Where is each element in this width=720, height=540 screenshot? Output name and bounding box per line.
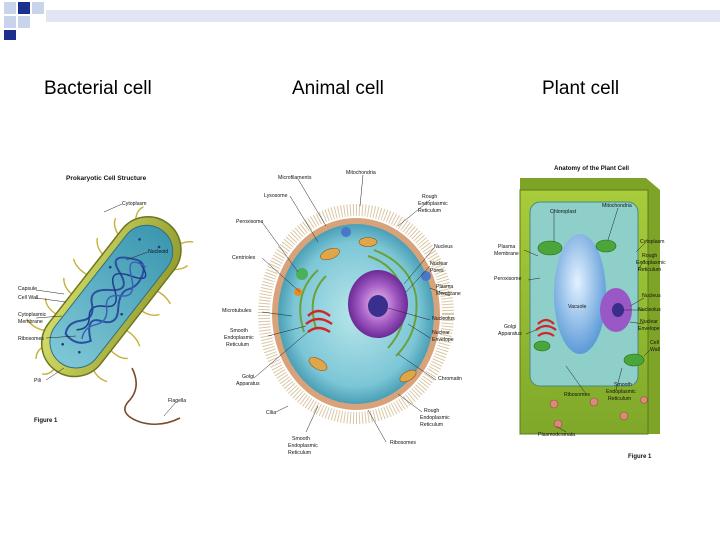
- plant-label-cell-wall-1: Cell: [650, 340, 659, 346]
- animal-label-nuclear-envelope-1: Nuclear: [432, 330, 450, 336]
- heading-animal: Animal cell: [292, 78, 384, 100]
- animal-label-smooth-er-b1: Smooth: [292, 436, 310, 442]
- animal-label-rough-er-1: Rough: [422, 194, 437, 200]
- animal-label-smooth-er-b3: Reticulum: [288, 450, 311, 456]
- bacterial-label-pili: Pili: [34, 378, 41, 384]
- animal-label-mitochondria: Mitochondria: [346, 170, 376, 176]
- bacterial-label-ribosomes: Ribosomes: [18, 336, 44, 342]
- heading-bacterial: Bacterial cell: [44, 78, 152, 100]
- animal-label-rough-er-3: Reticulum: [418, 208, 441, 214]
- animal-label-rough-er-b1: Rough: [424, 408, 439, 414]
- bacterial-label-cytoplasmic: Cytoplasmic: [18, 312, 47, 318]
- bacterial-title: Prokaryotic Cell Structure: [66, 175, 147, 182]
- plant-label-rough-er-2: Endoplasmic: [636, 260, 666, 266]
- animal-label-nuclear-envelope-2: Envelope: [432, 337, 454, 343]
- plant-label-golgi-2: Apparatus: [498, 331, 522, 337]
- animal-label-lysosome: Lysosome: [264, 193, 288, 199]
- plant-label-mitochondria: Mitochondria: [602, 203, 632, 209]
- plant-label-smooth-er-1: Smooth: [614, 382, 632, 388]
- plant-label-nuclear-envelope-1: Nuclear: [640, 319, 658, 325]
- animal-cell-diagram: Microfilaments Mitochondria Lysosome Rou…: [218, 166, 490, 458]
- plant-title: Anatomy of the Plant Cell: [554, 165, 629, 172]
- animal-label-golgi-1: Golgi: [242, 374, 254, 380]
- flagellum: [125, 368, 180, 424]
- animal-label-smooth-er-3: Reticulum: [226, 342, 249, 348]
- plant-label-golgi-1: Golgi: [504, 324, 516, 330]
- bacterium-body: [14, 190, 204, 410]
- bacterial-label-flagella: Flagella: [168, 398, 186, 404]
- bacterial-label-nucleoid: Nucleoid: [148, 249, 168, 255]
- corner-decoration: [0, 0, 720, 40]
- bacterial-figure-caption: Figure 1: [34, 418, 58, 424]
- animal-label-plasma-membrane-1: Plasma: [436, 284, 453, 290]
- bacterial-label-cytoplasm: Cytoplasm: [122, 201, 147, 207]
- plant-label-peroxisome: Peroxisome: [494, 276, 522, 282]
- plant-label-vacuole: Vacuole: [568, 304, 586, 310]
- animal-label-chromatin: Chromatin: [438, 376, 462, 382]
- animal-label-ribosomes: Ribosomes: [390, 440, 416, 446]
- animal-label-plasma-membrane-2: Membrane: [436, 291, 461, 297]
- plant-label-smooth-er-2: Endoplasmic: [606, 389, 636, 395]
- animal-label-rough-er-2: Endoplasmic: [418, 201, 448, 207]
- plant-label-plasma-membrane-1: Plasma: [498, 244, 515, 250]
- plant-label-plasmodesmata: Plasmodesmata: [538, 432, 575, 438]
- animal-label-nuclear-pores-1: Nuclear: [430, 261, 448, 267]
- animal-cell-body: [264, 210, 448, 418]
- plant-label-nucleolus: Nucleolus: [638, 307, 661, 313]
- plant-label-smooth-er-3: Reticulum: [608, 396, 631, 402]
- plant-label-ribosomes: Ribosomes: [564, 392, 590, 398]
- plant-label-rough-er-3: Reticulum: [638, 267, 661, 273]
- plant-cell-diagram: Anatomy of the Plant Cell Chloroplast Mi…: [494, 160, 670, 466]
- animal-label-cilia: Cilia: [266, 410, 276, 416]
- animal-label-nucleus: Nucleus: [434, 244, 453, 250]
- animal-label-smooth-er-b2: Endoplasmic: [288, 443, 318, 449]
- animal-label-golgi-2: Apparatus: [236, 381, 260, 387]
- bacterial-label-membrane: Membrane: [18, 319, 43, 325]
- heading-plant: Plant cell: [542, 78, 619, 100]
- bacterial-label-capsule: Capsule: [18, 286, 37, 292]
- animal-label-smooth-er-2: Endoplasmic: [224, 335, 254, 341]
- animal-label-rough-er-b2: Endoplasmic: [420, 415, 450, 421]
- plant-label-rough-er-1: Rough: [642, 253, 657, 259]
- bacterial-cell-diagram: Prokaryotic Cell Structure Cytoplasm Nu: [14, 168, 204, 426]
- animal-label-rough-er-b3: Reticulum: [420, 422, 443, 428]
- animal-label-nuclear-pores-2: Pores: [430, 268, 444, 274]
- plant-label-plasma-membrane-2: Membrane: [494, 251, 519, 257]
- plant-cell-body: [520, 178, 660, 434]
- plant-figure-caption: Figure 1: [628, 454, 652, 460]
- animal-label-smooth-er-1: Smooth: [230, 328, 248, 334]
- bacterial-label-cell-wall: Cell Wall: [18, 295, 38, 301]
- plant-label-cytoplasm: Cytoplasm: [640, 239, 665, 245]
- animal-label-microfilaments: Microfilaments: [278, 175, 312, 181]
- animal-label-centrioles: Centrioles: [232, 255, 256, 261]
- plant-label-nuclear-envelope-2: Envelope: [638, 326, 660, 332]
- plant-label-cell-wall-2: Wall: [650, 347, 660, 353]
- plant-label-chloroplast: Chloroplast: [550, 209, 577, 215]
- plant-label-nucleus: Nucleus: [642, 293, 661, 299]
- animal-label-peroxisome: Peroxisome: [236, 219, 264, 225]
- animal-label-microtubules: Microtubules: [222, 308, 252, 314]
- animal-label-nucleolus: Nucleolus: [432, 316, 455, 322]
